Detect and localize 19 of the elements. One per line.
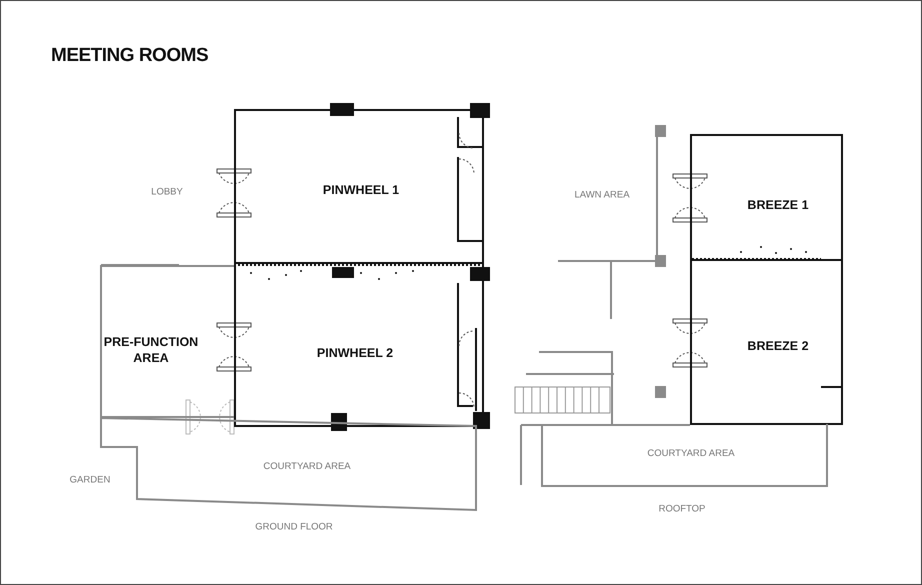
room-outline	[234, 263, 484, 427]
area-name: COURTYARD AREA	[646, 448, 736, 460]
room-name: PRE-FUNCTION AREA	[102, 334, 200, 366]
room-outline	[690, 259, 843, 425]
room-name: PINWHEEL 2	[316, 344, 394, 362]
area-label: GROUND FLOOR	[255, 522, 333, 532]
room-outline	[690, 134, 843, 260]
room-name: BREEZE 1	[746, 196, 810, 214]
area-outline	[541, 424, 828, 487]
room-name: BREEZE 2	[746, 338, 810, 354]
room-outline	[234, 109, 484, 264]
area-name: COURTYARD AREA	[262, 460, 352, 474]
area-label: GARDEN	[70, 474, 110, 486]
title: MEETING ROOMS	[51, 45, 208, 67]
area-label: ROOFTOP	[658, 504, 706, 514]
area-label: LOBBY	[151, 186, 183, 198]
area-outline	[100, 265, 234, 418]
area-label: LAWN AREA	[574, 190, 630, 200]
room-name: PINWHEEL 1	[322, 182, 400, 198]
